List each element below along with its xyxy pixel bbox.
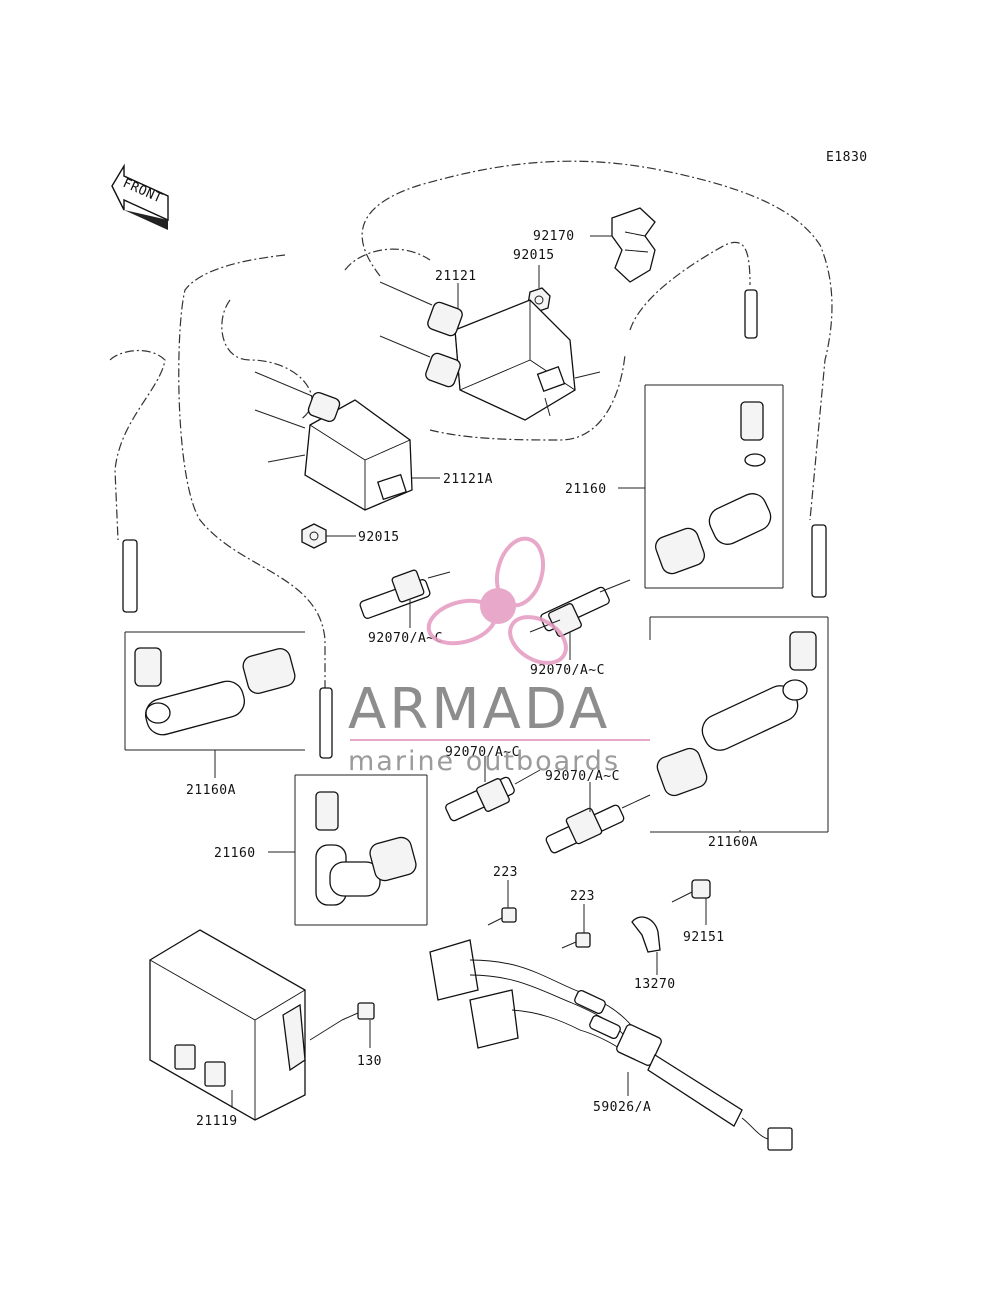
wire-route-upper-right [629,241,751,331]
spark-plug-3 [445,769,541,822]
label-223-1: 223 [493,865,518,880]
wire-route-mid [221,299,313,421]
diagram-code: E1830 [826,150,868,165]
bolt-92151 [671,879,711,903]
front-arrow-icon: FRONT [111,163,169,230]
armada-watermark: ARMADA marine outboards [348,536,650,777]
ignition-coil-top [379,281,601,421]
spark-plug-4 [545,794,651,854]
spark-plug-1 [359,569,451,619]
label-21121A: 21121A [443,472,493,487]
label-21160A-right: 21160A [708,835,758,850]
wire-route-bottom-coil [429,354,626,441]
wire-route-top [361,160,833,521]
wire-route-left [109,349,166,541]
wiring-harness [429,939,793,1151]
clamp-13270 [631,916,661,953]
label-130: 130 [357,1054,382,1069]
ignition-coil-a [254,371,413,511]
spark-plug-2 [529,579,631,637]
watermark-brand: ARMADA [348,677,610,742]
label-92070-4: 92070/A~C [545,769,620,784]
label-21160A-left: 21160A [186,783,236,798]
label-59026A: 59026/A [593,1100,651,1115]
label-92070-3: 92070/A~C [445,745,520,760]
plug-cap-left-lower [294,687,428,926]
label-21160-left: 21160 [214,846,256,861]
label-92151: 92151 [683,930,725,945]
label-21119: 21119 [196,1114,238,1129]
plug-cap-left-upper [122,539,305,751]
label-21121: 21121 [435,269,477,284]
label-92015-bottom: 92015 [358,530,400,545]
label-92070-1: 92070/A~C [368,631,443,646]
cdi-unit [149,929,306,1121]
wire-route-coil [344,248,431,271]
wire-route-left-outer [178,254,326,690]
bolt-223-1 [487,907,517,926]
propeller-logo-icon [426,536,568,665]
bolt-130 [309,1002,375,1041]
clip-part [611,207,656,283]
label-223-2: 223 [570,889,595,904]
label-21160-right: 21160 [565,482,607,497]
label-13270: 13270 [634,977,676,992]
label-92015-top: 92015 [513,248,555,263]
plug-cap-right-lower [649,524,829,833]
label-92170: 92170 [533,229,575,244]
watermark-tagline: marine outboards [348,746,620,777]
bolt-223-2 [561,932,591,949]
plug-cap-right-upper [644,289,784,589]
nut-bottom-part [301,523,327,549]
label-92070-2: 92070/A~C [530,663,605,678]
